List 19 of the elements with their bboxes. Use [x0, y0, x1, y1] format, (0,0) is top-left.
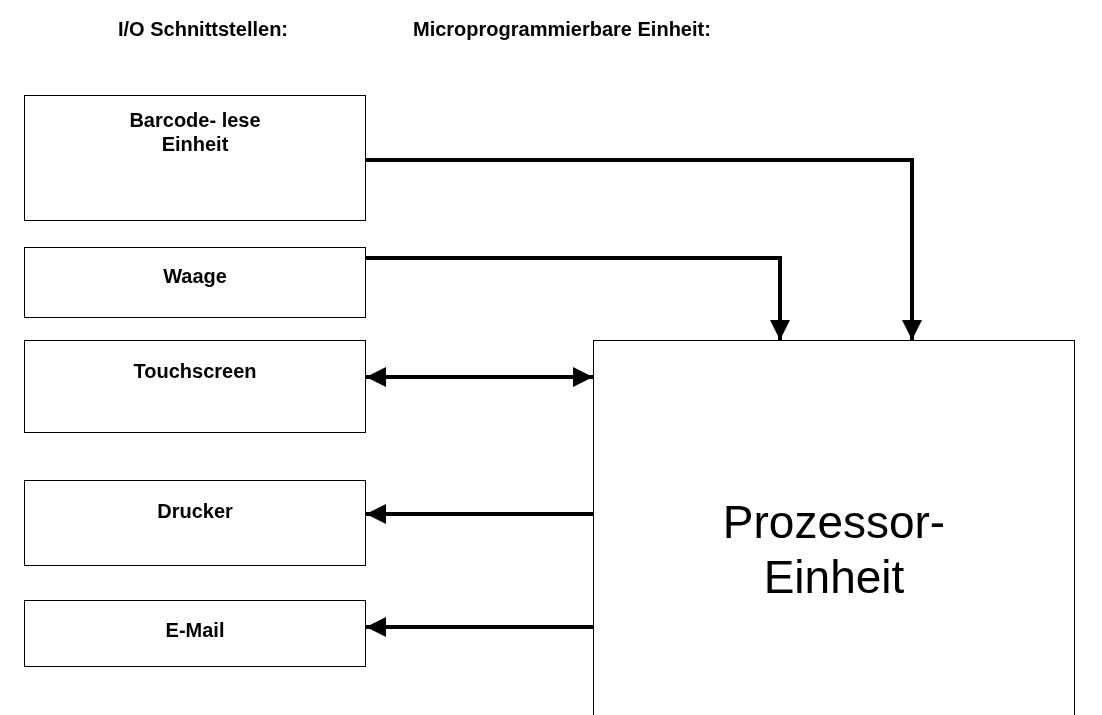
node-label: Drucker	[156, 499, 234, 523]
arrow	[366, 367, 593, 387]
node-label: Touchscreen	[132, 359, 258, 383]
interface-box	[24, 95, 366, 221]
arrow	[366, 504, 593, 524]
node-label: Barcode- lese Einheit	[128, 108, 262, 156]
interface-box	[24, 340, 366, 433]
interface-box	[24, 247, 366, 318]
interface-box	[24, 600, 366, 667]
arrow	[366, 617, 593, 637]
node-label: E-Mail	[164, 618, 226, 642]
node-label: Prozessor- Einheit	[721, 494, 947, 605]
arrow	[366, 158, 922, 340]
processor-box	[593, 340, 1075, 715]
arrow	[366, 256, 790, 340]
section-heading: Microprogrammierbare Einheit:	[413, 18, 711, 41]
section-heading: I/O Schnittstellen:	[118, 18, 289, 41]
node-label: Waage	[162, 264, 228, 288]
interface-box	[24, 480, 366, 566]
